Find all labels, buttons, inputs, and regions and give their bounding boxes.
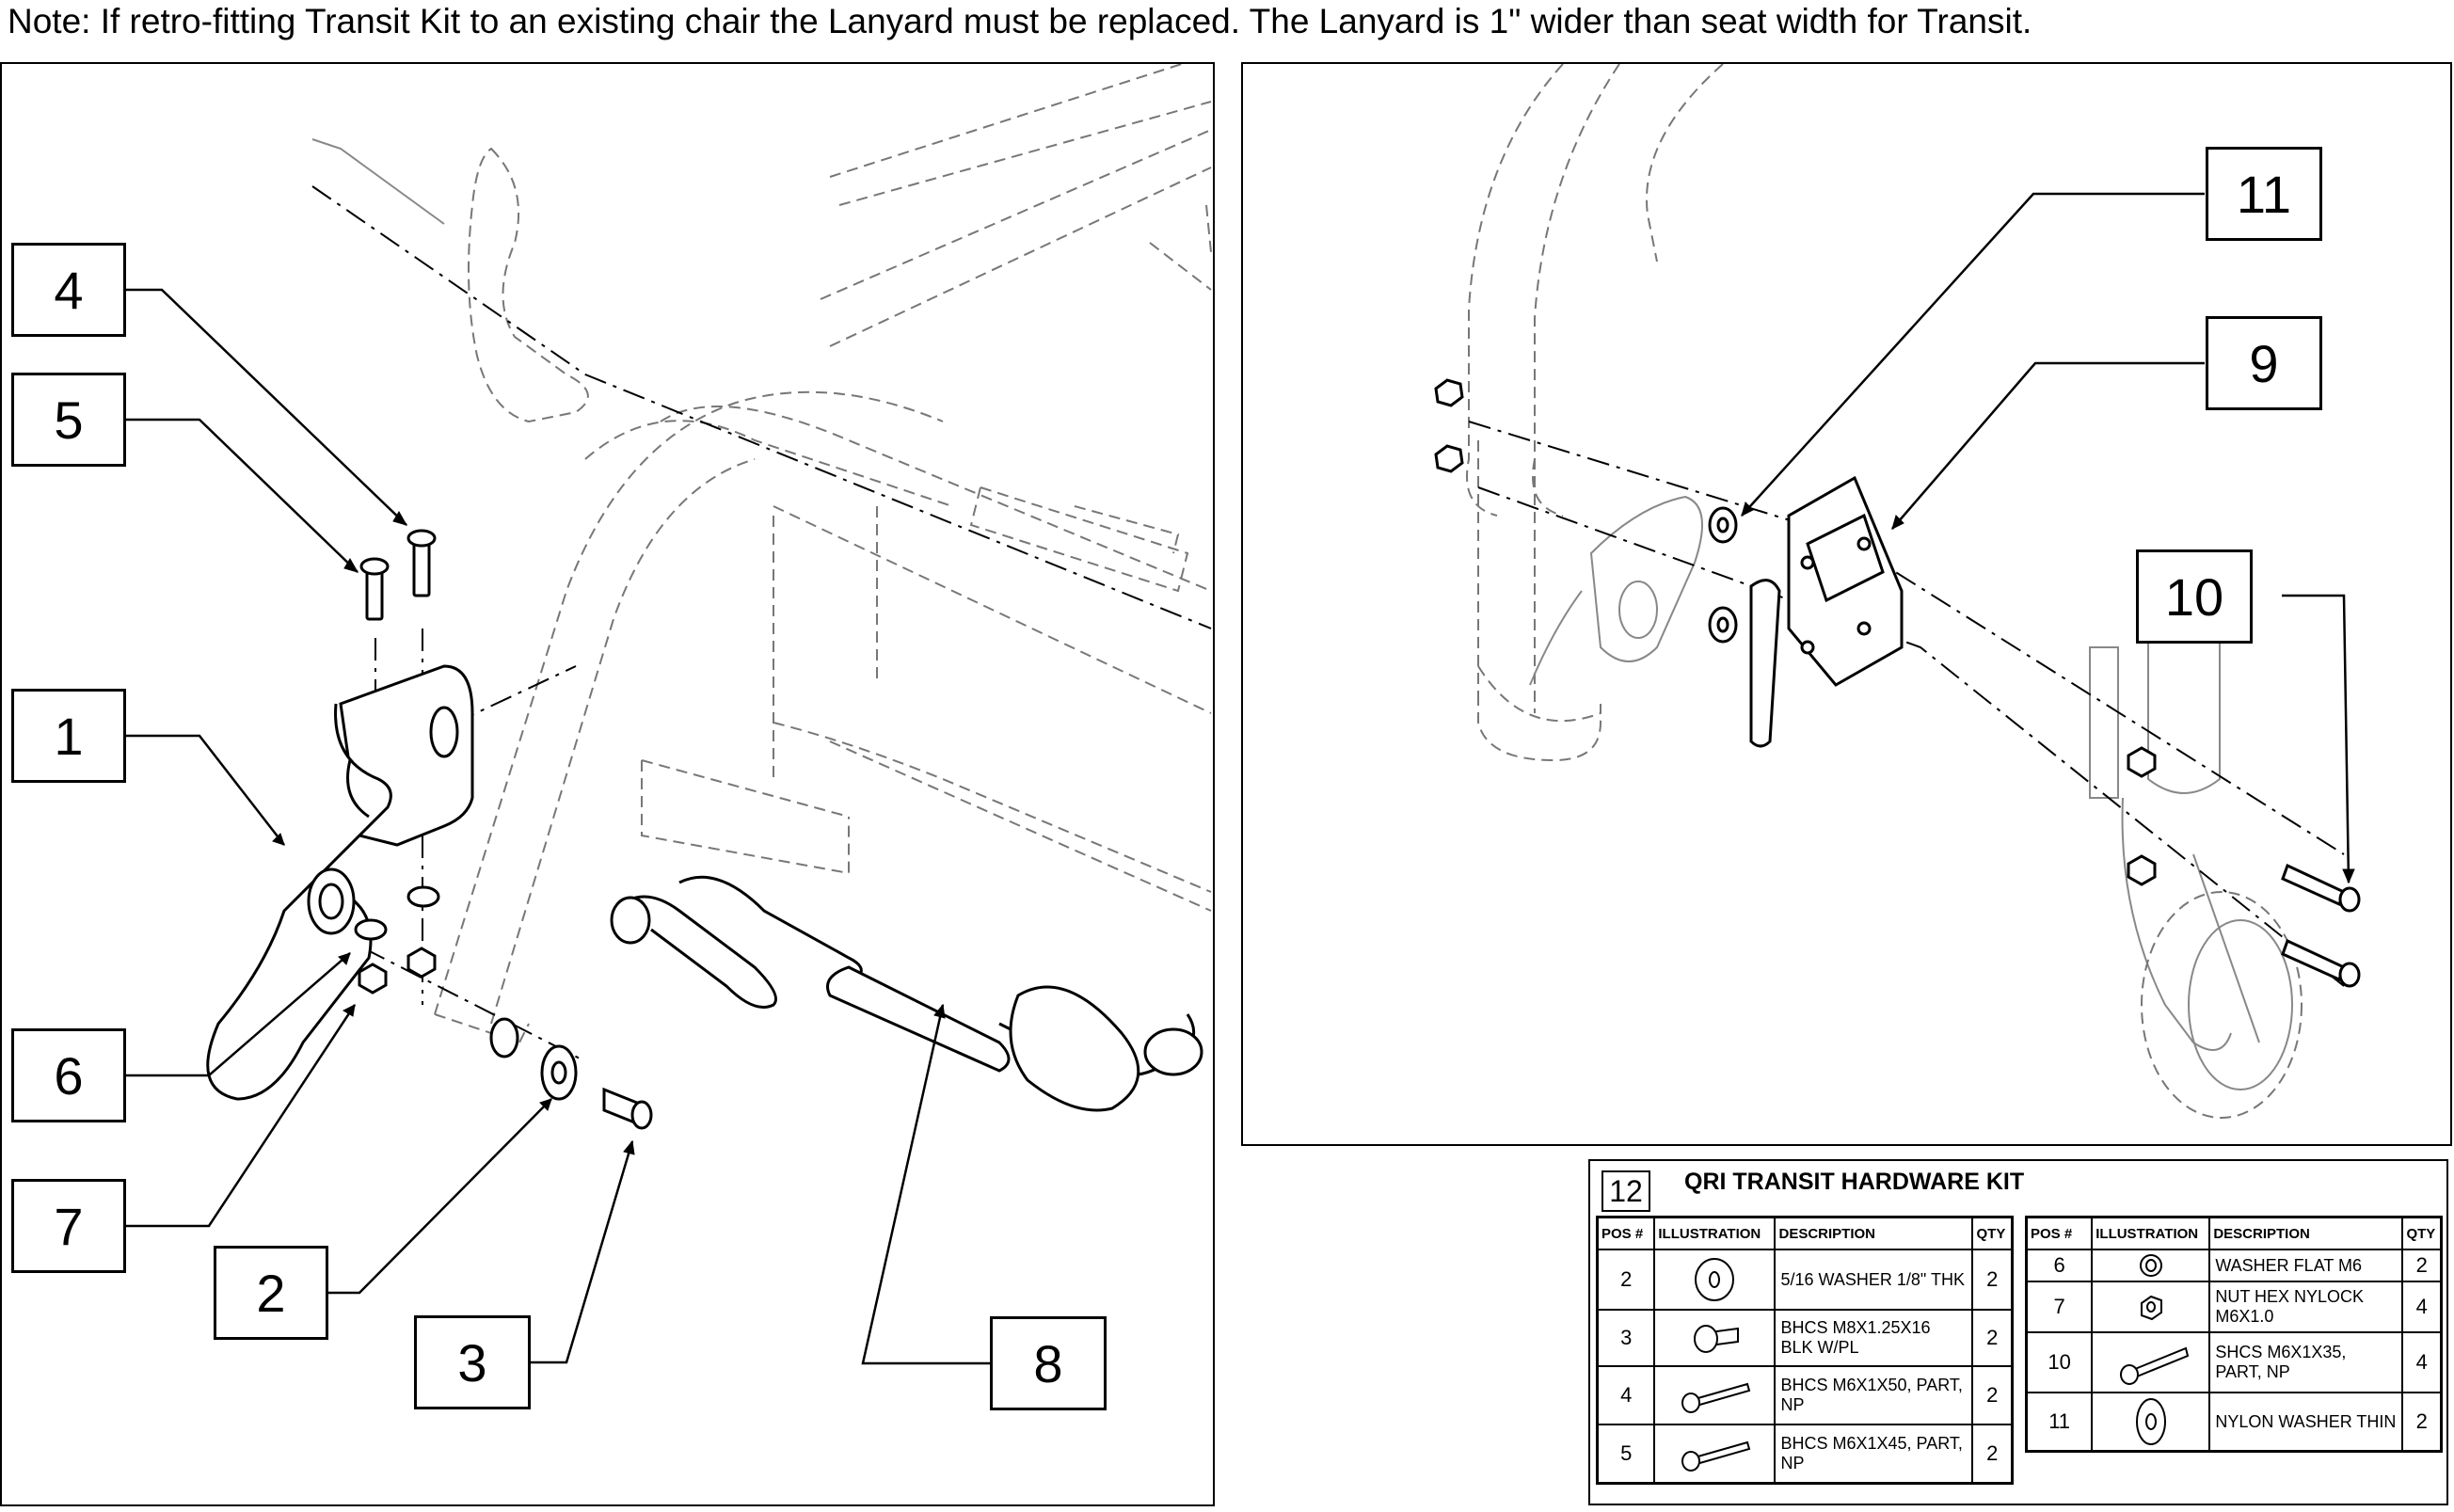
qty-cell: 4 <box>2401 1331 2443 1393</box>
table-row: 6 WASHER FLAT M6 2 <box>2025 1249 2443 1282</box>
left-exploded-view-panel: 4 5 1 6 7 2 3 8 <box>0 62 1215 1506</box>
header-qty: QTY <box>2401 1216 2443 1250</box>
table-row: 10 SHCS M6X1X35, PART, NP 4 <box>2025 1331 2443 1393</box>
qty-cell: 2 <box>1971 1365 2014 1425</box>
nylon-washer-icon <box>2091 1392 2211 1453</box>
pos-cell: 3 <box>1596 1309 1656 1367</box>
table-row: 4 BHCS M6X1X50, PART, NP 2 <box>1596 1365 2014 1425</box>
header-illustration: ILLUSTRATION <box>2091 1216 2211 1250</box>
callout-4: 4 <box>11 243 126 337</box>
ghost-frame <box>311 64 1212 1044</box>
pos-cell: 7 <box>2025 1281 2094 1333</box>
pos-cell: 5 <box>1596 1424 1656 1484</box>
header-description: DESCRIPTION <box>1774 1216 1974 1250</box>
table-row: 7 NUT HEX NYLOCK M6X1.0 4 <box>2025 1281 2443 1333</box>
description-cell: WASHER FLAT M6 <box>2208 1249 2404 1282</box>
leader-lines <box>1741 192 2355 884</box>
right-exploded-drawing <box>1434 64 2361 1119</box>
qty-cell: 2 <box>1971 1249 2014 1311</box>
callout-1: 1 <box>11 689 126 783</box>
header-description: DESCRIPTION <box>2208 1216 2404 1250</box>
socket-head-screw-icon <box>2091 1331 2211 1393</box>
right-exploded-view-panel: 11 9 10 <box>1241 62 2452 1146</box>
lanyard-part <box>610 875 1203 1112</box>
header-qty: QTY <box>1971 1216 2014 1250</box>
description-cell: SHCS M6X1X35, PART, NP <box>2208 1331 2404 1393</box>
kit-table-left: POS # ILLUSTRATION DESCRIPTION QTY 2 5/1… <box>1596 1216 2014 1485</box>
pos-cell: 11 <box>2025 1392 2094 1453</box>
kit-table-right: POS # ILLUSTRATION DESCRIPTION QTY 6 WAS… <box>2025 1216 2443 1453</box>
button-head-screw-long-icon <box>1653 1365 1777 1425</box>
pos-cell: 10 <box>2025 1331 2094 1393</box>
callout-6: 6 <box>11 1028 126 1122</box>
bolt-parts <box>359 529 437 621</box>
retrofit-note: Note: If retro-fitting Transit Kit to an… <box>8 2 2032 40</box>
table-row: 5 BHCS M6X1X45, PART, NP 2 <box>1596 1424 2014 1484</box>
leader-lines <box>124 288 990 1365</box>
hardware-kit-table: 12 QRI TRANSIT HARDWARE KIT POS # ILLUST… <box>1588 1159 2448 1505</box>
callout-8: 8 <box>990 1316 1107 1410</box>
assembly-axes <box>311 185 1212 1062</box>
header-pos: POS # <box>1596 1216 1656 1250</box>
callout-7: 7 <box>11 1179 126 1273</box>
callout-5: 5 <box>11 373 126 467</box>
callout-3: 3 <box>414 1315 531 1409</box>
washer-icon <box>1653 1249 1777 1311</box>
table-row: 11 NYLON WASHER THIN 2 <box>2025 1392 2443 1453</box>
pos-cell: 4 <box>1596 1365 1656 1425</box>
pos-cell: 6 <box>2025 1249 2094 1282</box>
header-pos: POS # <box>2025 1216 2094 1250</box>
button-head-screw-short-icon <box>1653 1309 1777 1367</box>
callout-2: 2 <box>214 1246 328 1340</box>
description-cell: NUT HEX NYLOCK M6X1.0 <box>2208 1281 2404 1333</box>
qty-cell: 2 <box>2401 1392 2443 1453</box>
callout-11: 11 <box>2206 147 2322 241</box>
description-cell: NYLON WASHER THIN <box>2208 1392 2404 1453</box>
header-illustration: ILLUSTRATION <box>1653 1216 1777 1250</box>
table-row: 3 BHCS M8X1.25X16 BLK W/PL 2 <box>1596 1309 2014 1367</box>
qty-cell: 2 <box>1971 1424 2014 1484</box>
kit-number: 12 <box>1601 1170 1650 1212</box>
description-cell: BHCS M6X1X45, PART, NP <box>1774 1424 1974 1484</box>
qty-cell: 2 <box>2401 1249 2443 1282</box>
caster-hardware-parts <box>1434 378 2361 988</box>
callout-9: 9 <box>2206 316 2322 410</box>
washer-nut-parts <box>354 885 653 1130</box>
description-cell: BHCS M6X1X50, PART, NP <box>1774 1365 1974 1425</box>
transit-bracket-part <box>206 664 474 1101</box>
description-cell: 5/16 WASHER 1/8" THK <box>1774 1249 1974 1311</box>
kit-title: QRI TRANSIT HARDWARE KIT <box>1684 1169 2025 1195</box>
hex-nut-icon <box>2091 1281 2211 1333</box>
qty-cell: 4 <box>2401 1281 2443 1333</box>
pos-cell: 2 <box>1596 1249 1656 1311</box>
qty-cell: 2 <box>1971 1309 2014 1367</box>
ghost-caster-frame <box>1466 64 2303 1119</box>
callout-10: 10 <box>2136 549 2253 644</box>
flat-washer-icon <box>2091 1249 2211 1282</box>
table-row: 2 5/16 WASHER 1/8" THK 2 <box>1596 1249 2014 1311</box>
button-head-screw-long-icon <box>1653 1424 1777 1484</box>
left-exploded-drawing <box>124 64 1212 1365</box>
description-cell: BHCS M8X1.25X16 BLK W/PL <box>1774 1309 1974 1367</box>
